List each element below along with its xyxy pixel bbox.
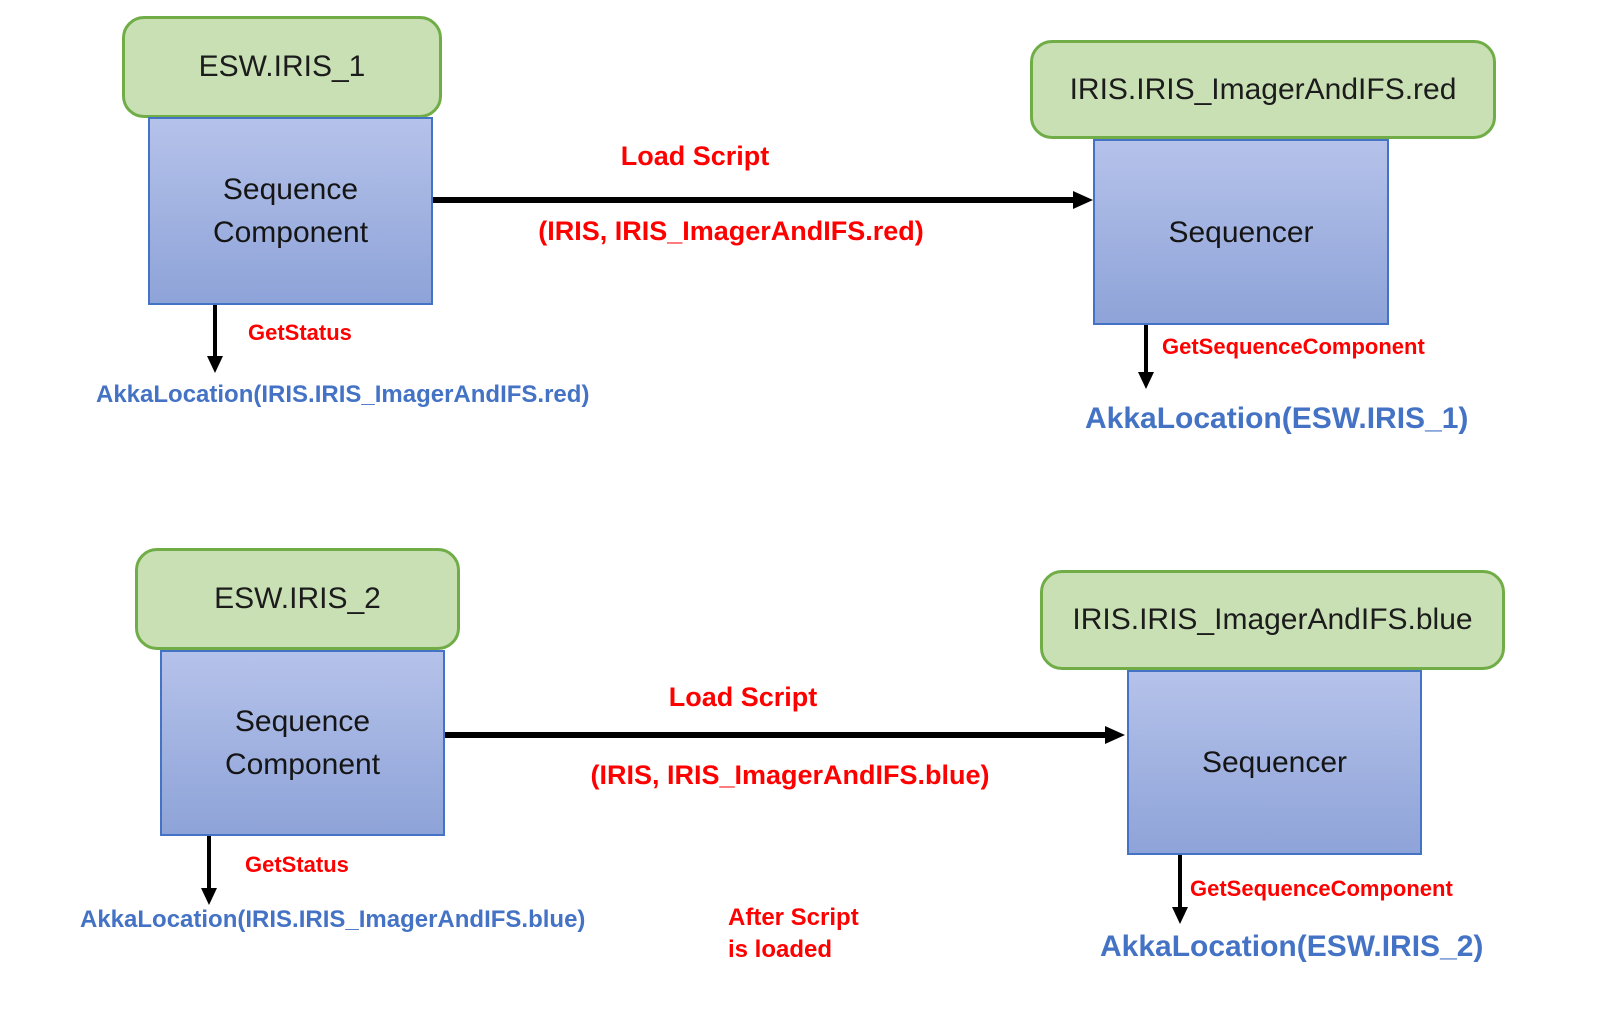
diagram1-load-script-arrow bbox=[433, 197, 1075, 203]
diagram1-sequence-component-box: Sequence Component bbox=[148, 117, 433, 305]
diagram2-server-result: AkkaLocation(ESW.IRIS_2) bbox=[1100, 930, 1484, 963]
diagram2-load-script-label: Load Script bbox=[668, 682, 818, 712]
diagram1-load-script-arrowhead-icon bbox=[1073, 191, 1093, 209]
diagram1-client-result: AkkaLocation(IRIS.IRIS_ImagerAndIFS.red) bbox=[96, 381, 590, 408]
diagram1-sequence-component-label: Sequence Component bbox=[212, 173, 369, 249]
diagram1-getsequencecomponent-label: GetSequenceComponent bbox=[1162, 334, 1425, 359]
diagram2-getstatus-arrowhead-icon bbox=[201, 888, 217, 905]
diagram1-sequencer-label: Sequencer bbox=[1168, 215, 1314, 249]
diagram1-client-tag-label: ESW.IRIS_1 bbox=[198, 50, 366, 83]
diagram2-server-tag: IRIS.IRIS_ImagerAndIFS.blue bbox=[1040, 570, 1505, 670]
diagram1-getsequencecomponent-arrowhead-icon bbox=[1138, 372, 1154, 389]
diagram2-load-script-arrowhead-icon bbox=[1105, 726, 1125, 744]
diagram1-getstatus-label: GetStatus bbox=[248, 320, 352, 345]
diagram1-load-script-label: Load Script bbox=[620, 141, 770, 171]
diagram1-client-tag: ESW.IRIS_1 bbox=[122, 16, 442, 118]
diagram1-getstatus-arrowhead-icon bbox=[207, 356, 223, 373]
diagram2-load-script-params: (IRIS, IRIS_ImagerAndIFS.blue) bbox=[590, 760, 990, 790]
diagram2-sequence-component-label: Sequence Component bbox=[224, 705, 381, 781]
diagram1-load-script-params: (IRIS, IRIS_ImagerAndIFS.red) bbox=[538, 216, 924, 246]
diagram2-getsequencecomponent-arrow bbox=[1178, 855, 1182, 909]
diagram2-client-tag-label: ESW.IRIS_2 bbox=[214, 582, 381, 615]
diagram2-load-script-arrow bbox=[445, 732, 1107, 738]
diagram2-client-result: AkkaLocation(IRIS.IRIS_ImagerAndIFS.blue… bbox=[80, 906, 586, 933]
diagram2-getstatus-label: GetStatus bbox=[245, 852, 349, 877]
diagram1-server-tag-label: IRIS.IRIS_ImagerAndIFS.red bbox=[1069, 72, 1457, 106]
diagram1-sequencer-box: Sequencer bbox=[1093, 139, 1389, 325]
diagram1-getsequencecomponent-arrow bbox=[1144, 325, 1148, 374]
after-script-note: After Script is loaded bbox=[728, 904, 859, 963]
diagram2-sequencer-box: Sequencer bbox=[1127, 670, 1422, 855]
diagram2-sequencer-label: Sequencer bbox=[1201, 746, 1348, 779]
diagram2-sequence-component-box: Sequence Component bbox=[160, 650, 445, 836]
diagram2-getstatus-arrow bbox=[207, 836, 211, 890]
diagram1-getstatus-arrow bbox=[213, 305, 217, 358]
diagram1-server-result: AkkaLocation(ESW.IRIS_1) bbox=[1085, 402, 1469, 435]
diagram2-server-tag-label: IRIS.IRIS_ImagerAndIFS.blue bbox=[1072, 603, 1473, 636]
diagram2-client-tag: ESW.IRIS_2 bbox=[135, 548, 460, 650]
diagram1-server-tag: IRIS.IRIS_ImagerAndIFS.red bbox=[1030, 40, 1496, 139]
diagram2-getsequencecomponent-label: GetSequenceComponent bbox=[1190, 876, 1453, 901]
diagram2-getsequencecomponent-arrowhead-icon bbox=[1172, 907, 1188, 924]
